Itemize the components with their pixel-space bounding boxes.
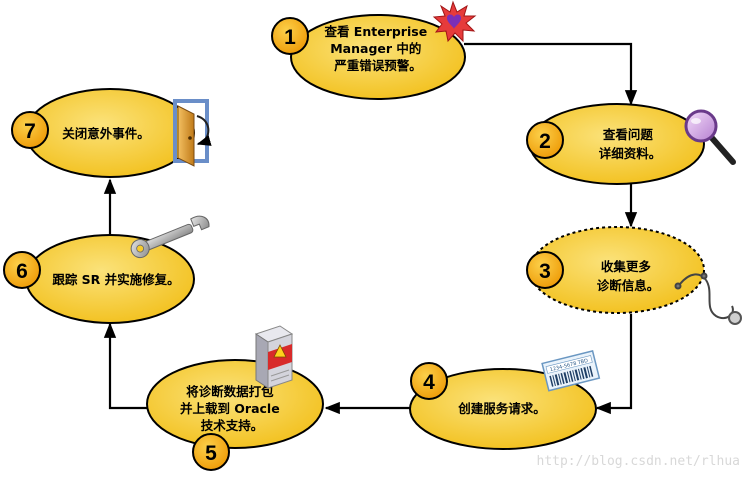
- ticket-icon: 1234-5678 TBD: [541, 350, 601, 392]
- arrow-1-to-2: [464, 42, 638, 106]
- step-6-badge: 6: [3, 251, 41, 289]
- stethoscope-icon: [674, 272, 742, 325]
- step-5-line-1: 将诊断数据打包: [186, 384, 274, 399]
- step-6-line-1: 跟踪 SR 并实施修复。: [52, 272, 179, 287]
- step-5: 将诊断数据打包 并上载到 Oracle 技术支持。 5: [146, 325, 324, 471]
- svg-text:将诊断数据打包 并上载到 Oracle: 将诊断数据打包 并上载到 Oracle 技术支持。: [180, 384, 284, 433]
- step-3: 收集更多 诊断信息。 3: [526, 226, 742, 325]
- arrow-5-to-6: [103, 322, 150, 410]
- svg-text:跟踪 SR 并实施修复。: 跟踪 SR 并实施修复。: [52, 272, 179, 287]
- step-bubble: [529, 226, 705, 314]
- magnifier-icon: [684, 109, 736, 165]
- door-icon: [173, 99, 212, 167]
- svg-text:查看 Enterprise Manager 中的: 查看 Enterprise Manager 中的 严重错误预警。: [323, 24, 431, 73]
- svg-text:查看问题 详细资料。: 查看问题 详细资料。: [599, 127, 662, 161]
- step-3-number: 3: [539, 260, 551, 283]
- server-warning-icon: [254, 325, 294, 389]
- step-6: 跟踪 SR 并实施修复。 6: [3, 215, 210, 324]
- arrow-3-to-4: [595, 314, 633, 415]
- step-2-badge: 2: [526, 121, 564, 159]
- step-7-line-1: 关闭意外事件。: [62, 126, 150, 141]
- step-2: 查看问题 详细资料。 2: [526, 103, 736, 185]
- step-1: 查看 Enterprise Manager 中的 严重错误预警。 1: [271, 0, 477, 100]
- alert-burst-icon: [432, 0, 477, 43]
- svg-text:收集更多 诊断信息。: 收集更多 诊断信息。: [597, 259, 660, 293]
- step-2-line-1: 查看问题: [602, 127, 654, 142]
- flow-connectors: [103, 42, 638, 415]
- wrench-icon: [130, 215, 210, 259]
- step-1-line-3: 严重错误预警。: [333, 58, 422, 73]
- step-2-number: 2: [539, 130, 551, 153]
- step-2-line-2: 详细资料。: [599, 146, 662, 161]
- step-7-number: 7: [24, 120, 36, 143]
- step-bubble: [290, 14, 466, 100]
- step-7-badge: 7: [11, 111, 49, 149]
- step-4-badge: 4: [410, 362, 448, 400]
- watermark-text: http://blog.csdn.net/rlhua: [537, 454, 741, 469]
- step-7: 关闭意外事件。 7: [11, 88, 212, 178]
- step-5-line-2: 并上载到 Oracle: [180, 401, 280, 416]
- step-3-badge: 3: [526, 251, 564, 289]
- step-1-number: 1: [284, 26, 296, 49]
- step-5-number: 5: [205, 442, 217, 465]
- svg-text:关闭意外事件。: 关闭意外事件。: [62, 126, 150, 141]
- step-3-line-1: 收集更多: [601, 259, 652, 274]
- step-4-line-1: 创建服务请求。: [457, 401, 546, 416]
- step-3-line-2: 诊断信息。: [597, 278, 660, 293]
- step-1-line-1: 查看 Enterprise: [323, 24, 427, 39]
- step-4-number: 4: [423, 371, 435, 394]
- step-5-line-3: 技术支持。: [201, 418, 264, 433]
- step-4: 创建服务请求。 1234-5678 TBD: [409, 350, 601, 450]
- step-1-line-2: Manager 中的: [330, 41, 421, 56]
- step-6-number: 6: [16, 260, 28, 283]
- step-1-badge: 1: [271, 17, 309, 55]
- step-5-badge: 5: [192, 433, 230, 471]
- svg-text:创建服务请求。: 创建服务请求。: [457, 401, 546, 416]
